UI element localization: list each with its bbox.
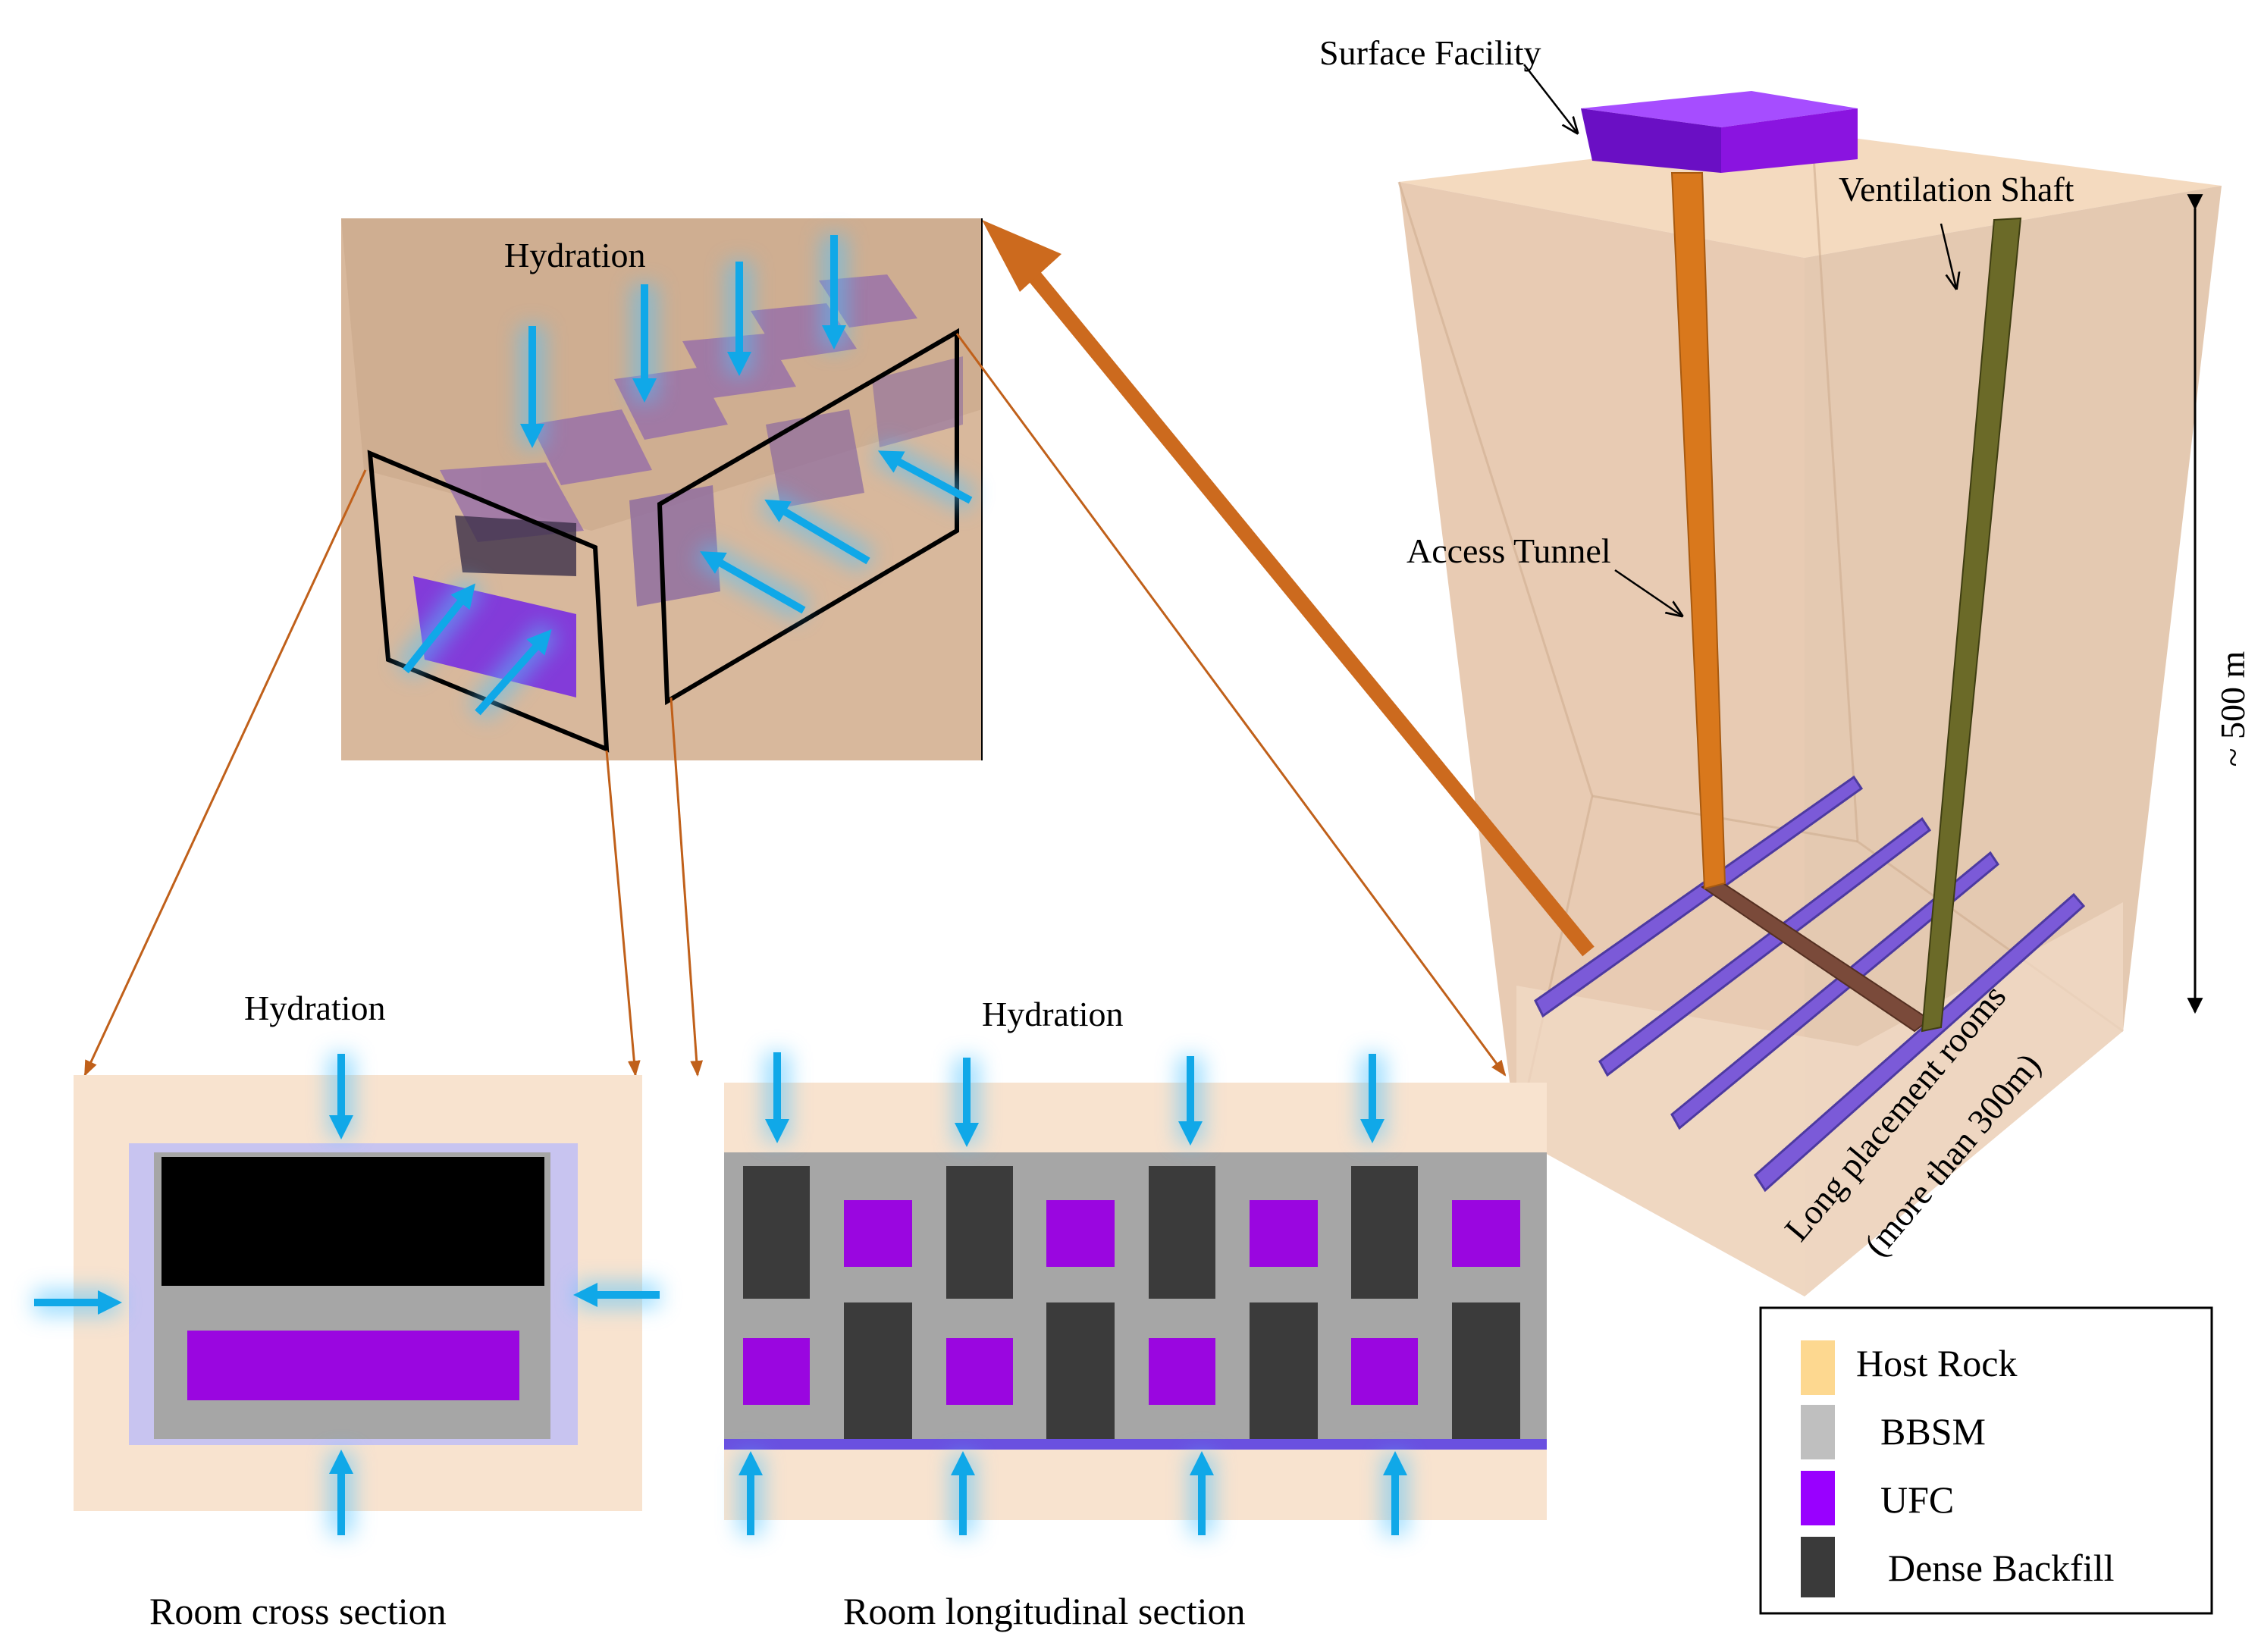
room-4 [1754,892,2086,1193]
legend-swatch-ufc [1801,1471,1835,1525]
hydration-arrow-icon [764,499,870,565]
hydration-arrow-icon [877,450,973,504]
legend-swatch-host-rock [1801,1340,1835,1395]
section-connectors [83,333,1507,1077]
hydration-arrow-icon [403,583,475,674]
room-longitudinal-section: Hydration Room longitudinal section [724,995,1547,1632]
backfill-block [1046,1302,1115,1439]
ventilation-shaft-pointer [1940,223,1956,288]
cross-ufc [187,1331,519,1400]
caption-longitudinal-section: Room longitudinal section [843,1590,1246,1632]
hydration-arrow-icon [700,551,806,614]
legend: Host Rock BBSM UFC Dense Backfill [1759,1306,2213,1615]
legend-label-dense-backfill: Dense Backfill [1888,1547,2115,1589]
legend-label-ufc: UFC [1880,1478,1954,1521]
ufc-block [946,1338,1013,1405]
placement-rooms [1534,775,2086,1193]
backfill-block [946,1166,1013,1299]
cross-section-frame [367,450,610,753]
room-2 [1598,817,1932,1077]
backfill-block [844,1302,912,1439]
ufc-block [1250,1200,1318,1267]
ufc-block [1452,1200,1520,1267]
ventilation-shaft-label: Ventilation Shaft [1839,170,2074,208]
long-upper-row [743,1166,1520,1299]
legend-label-bbsm: BBSM [1880,1410,1986,1453]
surface-facility [1581,91,1858,173]
room-1 [1534,775,1864,1018]
ufc-block [844,1200,912,1267]
access-tunnel [1670,172,1726,890]
backfill-block [1149,1166,1215,1299]
backfill-block [743,1166,810,1299]
cross-dense-backfill [162,1157,544,1286]
caption-cross-section: Room cross section [149,1590,447,1632]
legend-swatch-bbsm [1801,1405,1835,1459]
legend-label-host-rock: Host Rock [1856,1342,2018,1384]
repository-block [1397,91,2222,1296]
ufc-block [1149,1338,1215,1405]
surface-facility-label: Surface Facility [1319,33,1541,72]
room-perspective [341,218,983,760]
hydration-label-top: Hydration [504,236,646,274]
backfill-block [1351,1166,1418,1299]
backfill-block [1452,1302,1520,1439]
room-cross-section: Hydration Room cross section [34,989,660,1632]
ufc-block [743,1338,810,1405]
hydration-label-long: Hydration [982,995,1124,1033]
long-lower-row [743,1302,1520,1439]
backfill-block [1250,1302,1318,1439]
room-3 [1670,851,1999,1130]
longitudinal-section-frame [657,328,959,706]
access-tunnel-pointer [1614,569,1682,616]
access-tunnel-label: Access Tunnel [1406,531,1611,570]
zoom-arrow [1010,249,1595,957]
hydration-label-cross: Hydration [244,989,386,1027]
hydration-arrow-icon [475,629,552,716]
surface-facility-pointer [1523,64,1577,133]
host-rock-top-face [1399,133,2222,258]
depth-label: ~ 500 m [2213,650,2252,766]
ufc-block [1351,1338,1418,1405]
ventilation-shaft [1921,217,2022,1033]
ufc-block [1046,1200,1115,1267]
long-liner [724,1439,1547,1450]
legend-box [1759,1306,2213,1615]
zoom-arrow-head [982,220,1062,292]
perspective-hydration-arrows [395,235,977,722]
legend-swatch-dense-backfill [1801,1537,1835,1597]
